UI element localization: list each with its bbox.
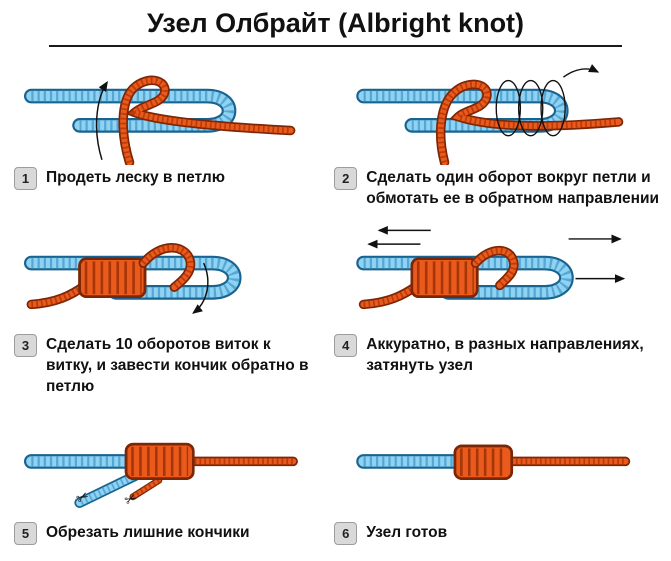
step-caption-text: Сделать один оборот вокруг петли и обмот… xyxy=(366,169,660,207)
step-number-badge: 5 xyxy=(14,521,37,545)
steps-grid: 1 Продеть леску в петлю xyxy=(10,53,661,555)
page-title: Узел Олбрайт (Albright knot) xyxy=(146,8,525,38)
step-number-badge: 2 xyxy=(334,167,358,190)
step-caption-text: Узел готов xyxy=(366,523,448,541)
step-5: ✂ ✂ 5 Обрезать лишние кончики xyxy=(10,408,316,555)
tighten-arrows xyxy=(367,225,626,283)
step-3: 3 Сделать 10 оборотов виток к витку, и з… xyxy=(10,220,316,408)
step-4-illustration xyxy=(330,225,626,332)
step-caption-text: Сделать 10 оборотов виток к витку, и зав… xyxy=(46,335,309,395)
step-caption-text: Продеть леску в петлю xyxy=(46,169,225,186)
orange-rope-main xyxy=(364,285,417,304)
step-number-badge: 3 xyxy=(14,333,37,357)
thread-direction-arrow xyxy=(95,81,108,161)
step-2-illustration xyxy=(330,64,661,165)
coil xyxy=(78,257,147,298)
step-6: 6 Узел готов xyxy=(330,408,661,555)
step-caption-text: Аккуратно, в разных направлениях, затяну… xyxy=(366,335,644,374)
step-3-caption: 3 Сделать 10 оборотов виток к витку, и з… xyxy=(14,333,314,398)
step-number-badge: 6 xyxy=(334,521,358,545)
step-4-caption: 4 Аккуратно, в разных направлениях, затя… xyxy=(334,333,659,377)
step-5-caption: 5 Обрезать лишние кончики xyxy=(14,521,314,545)
tuck-direction-arrow xyxy=(192,262,209,314)
step-3-illustration xyxy=(10,220,316,314)
step-1-caption: 1 Продеть леску в петлю xyxy=(14,167,314,190)
wrap-direction-arrow xyxy=(563,64,600,78)
step-2: 2 Сделать один оборот вокруг петли и обм… xyxy=(330,53,661,220)
step-6-caption: 6 Узел готов xyxy=(334,521,659,545)
step-number-badge: 1 xyxy=(14,167,37,190)
coil xyxy=(124,442,195,480)
step-1: 1 Продеть леску в петлю xyxy=(10,53,316,220)
orange-rope-tag-end xyxy=(133,480,159,496)
step-4: 4 Аккуратно, в разных направлениях, затя… xyxy=(330,220,661,408)
step-caption-text: Обрезать лишние кончики xyxy=(46,523,250,541)
step-number-badge: 4 xyxy=(334,333,358,357)
step-1-illustration xyxy=(10,53,316,165)
step-2-caption: 2 Сделать один оборот вокруг петли и обм… xyxy=(334,167,659,210)
step-5-illustration: ✂ ✂ xyxy=(10,442,316,509)
coil xyxy=(410,257,479,298)
step-6-illustration xyxy=(330,444,661,480)
orange-rope-main xyxy=(31,285,84,304)
coil xyxy=(453,444,514,480)
title-divider xyxy=(49,45,622,47)
wrap-direction-spirals xyxy=(495,79,567,137)
